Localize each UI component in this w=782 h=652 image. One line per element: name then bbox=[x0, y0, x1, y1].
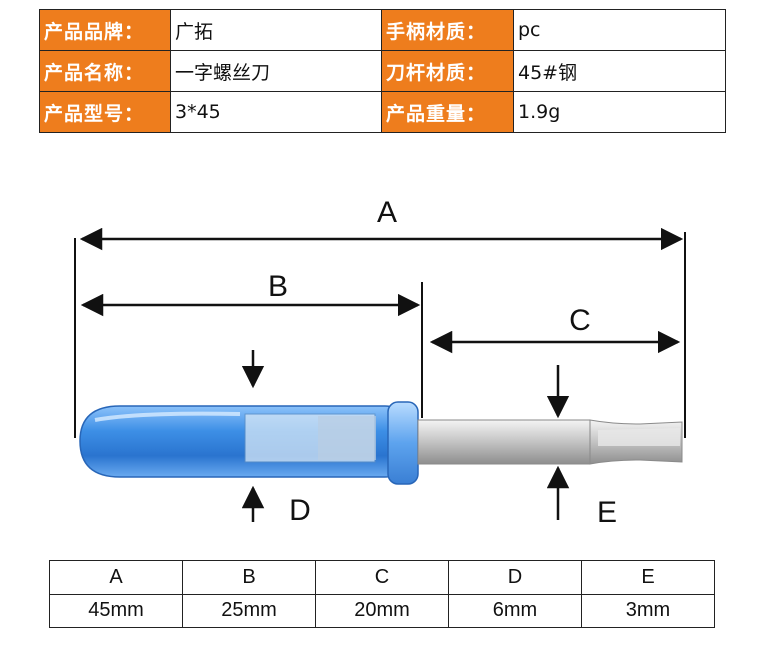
handle-material-label: 手柄材质： bbox=[381, 9, 514, 51]
spec-row-model: 产品型号： 3*45 产品重量： 1.9g bbox=[39, 91, 726, 133]
weight-label: 产品重量： bbox=[381, 91, 514, 133]
header-b: B bbox=[182, 560, 316, 595]
value-b: 25mm bbox=[182, 593, 316, 628]
value-e: 3mm bbox=[581, 593, 715, 628]
header-a: A bbox=[49, 560, 183, 595]
dimensions-table: A B C D E 45mm 25mm 20mm 6mm 3mm bbox=[49, 560, 715, 628]
brand-label: 产品品牌： bbox=[39, 9, 171, 51]
spec-row-name: 产品名称： 一字螺丝刀 刀杆材质： 45#钢 bbox=[39, 50, 726, 92]
product-name-label: 产品名称： bbox=[39, 50, 171, 92]
screwdriver-handle bbox=[79, 401, 419, 485]
dimension-b-label: B bbox=[268, 270, 288, 303]
dimension-e-label: E bbox=[597, 496, 617, 529]
header-e: E bbox=[581, 560, 715, 595]
header-d: D bbox=[448, 560, 582, 595]
product-name-value: 一字螺丝刀 bbox=[170, 50, 382, 92]
model-label: 产品型号： bbox=[39, 91, 171, 133]
spec-table: 产品品牌： 广拓 手柄材质： pc 产品名称： 一字螺丝刀 刀杆材质： 45#钢… bbox=[39, 9, 726, 133]
value-a: 45mm bbox=[49, 593, 183, 628]
shaft-material-label: 刀杆材质： bbox=[381, 50, 514, 92]
spec-row-brand: 产品品牌： 广拓 手柄材质： pc bbox=[39, 9, 726, 51]
value-c: 20mm bbox=[315, 593, 449, 628]
dimension-c-label: C bbox=[569, 304, 591, 337]
shaft-material-value: 45#钢 bbox=[513, 50, 726, 92]
screwdriver-shaft bbox=[417, 419, 683, 465]
dimension-a-label: A bbox=[377, 196, 397, 229]
handle-material-value: pc bbox=[513, 9, 726, 51]
model-value: 3*45 bbox=[170, 91, 382, 133]
weight-value: 1.9g bbox=[513, 91, 726, 133]
dimensions-value-row: 45mm 25mm 20mm 6mm 3mm bbox=[49, 593, 715, 628]
brand-value: 广拓 bbox=[170, 9, 382, 51]
dimension-d-label: D bbox=[289, 494, 311, 527]
screwdriver-diagram: A B C D E bbox=[74, 196, 686, 529]
header-c: C bbox=[315, 560, 449, 595]
value-d: 6mm bbox=[448, 593, 582, 628]
dimensions-header-row: A B C D E bbox=[49, 560, 715, 595]
